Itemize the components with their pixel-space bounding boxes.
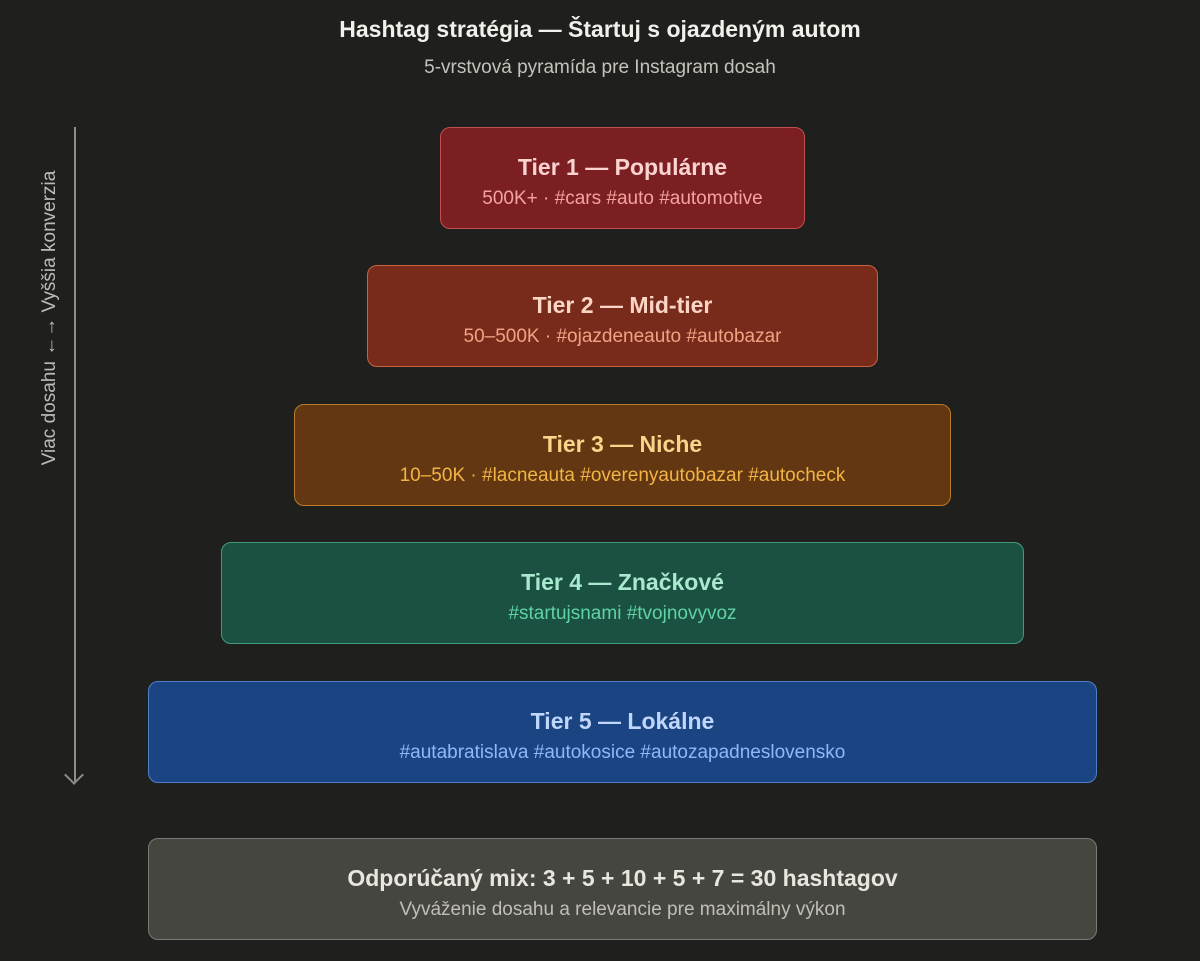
tier-detail: 50–500K · #ojazdeneauto #autobazar [463, 326, 782, 347]
tier-3-box: Tier 3 — Niche 10–50K · #lacneauta #over… [294, 404, 951, 506]
tier-title: Tier 1 — Populárne [517, 154, 728, 180]
tier-5-box: Tier 5 — Lokálne #autabratislava #autoko… [148, 681, 1097, 783]
tier-title: Tier 2 — Mid-tier [532, 292, 713, 318]
tier-4-box: Tier 4 — Značkové #startujsnami #tvojnov… [221, 542, 1024, 644]
arrow-down-icon [64, 765, 84, 785]
tier-detail: #startujsnami #tvojnovyvoz [508, 603, 737, 624]
tier-1-box: Tier 1 — Populárne 500K+ · #cars #auto #… [440, 127, 805, 229]
page-subtitle: 5-vrstvová pyramída pre Instagram dosah [424, 57, 776, 78]
mix-title: Odporúčaný mix: 3 + 5 + 10 + 5 + 7 = 30 … [347, 865, 898, 891]
page-title: Hashtag stratégia — Štartuj s ojazdeným … [339, 16, 861, 42]
mix-detail: Vyváženie dosahu a relevancie pre maximá… [399, 899, 846, 920]
axis-line [74, 127, 76, 782]
axis-label: Viac dosahu ←→ Vyššia konverzia [39, 170, 60, 466]
tier-2-box: Tier 2 — Mid-tier 50–500K · #ojazdeneaut… [367, 265, 878, 367]
tier-detail: 500K+ · #cars #auto #automotive [482, 188, 763, 209]
tier-detail: 10–50K · #lacneauta #overenyautobazar #a… [399, 465, 846, 486]
tier-title: Tier 4 — Značkové [521, 569, 724, 595]
tier-title: Tier 3 — Niche [542, 431, 703, 457]
tier-detail: #autabratislava #autokosice #autozapadne… [399, 742, 846, 763]
recommended-mix-box: Odporúčaný mix: 3 + 5 + 10 + 5 + 7 = 30 … [148, 838, 1097, 940]
tier-title: Tier 5 — Lokálne [530, 708, 715, 734]
